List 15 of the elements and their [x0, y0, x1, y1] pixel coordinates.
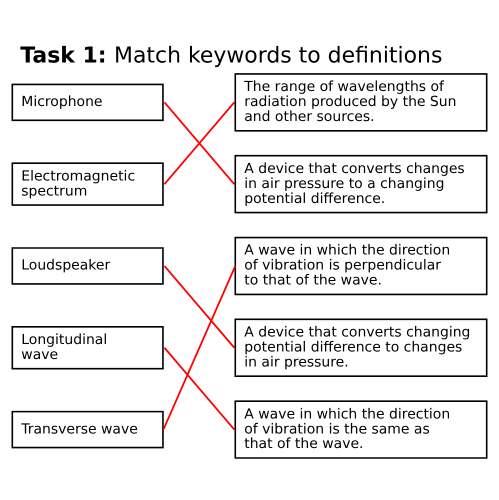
connector — [164, 102, 235, 185]
node-box: Microphone — [12, 84, 164, 122]
node-box: The range of wavelengths of radiation produced by the Sun and other sources. — [234, 73, 488, 132]
node-box: A device that converts changing potential difference to changes in air pressure. — [234, 318, 488, 377]
node-box: Longitudinal wave — [12, 326, 164, 370]
node-box: A device that converts changes in air pressure to a changing potential difference. — [234, 154, 488, 214]
node-box: Loudspeaker — [12, 247, 164, 285]
connector — [162, 266, 236, 430]
diagram-title: Task 1: Match keywords to definitions — [20, 44, 442, 69]
node-box: A wave in which the direction of vibration is the same as that of the wave. — [234, 400, 488, 459]
node-box: Transverse wave — [12, 410, 164, 448]
node-box: Electromagnetic spectrum — [12, 162, 164, 206]
node-box: A wave in which the direction of vibration is perpendicular to that of the wave. — [234, 236, 488, 296]
connector — [164, 265, 235, 348]
connector — [164, 347, 235, 430]
